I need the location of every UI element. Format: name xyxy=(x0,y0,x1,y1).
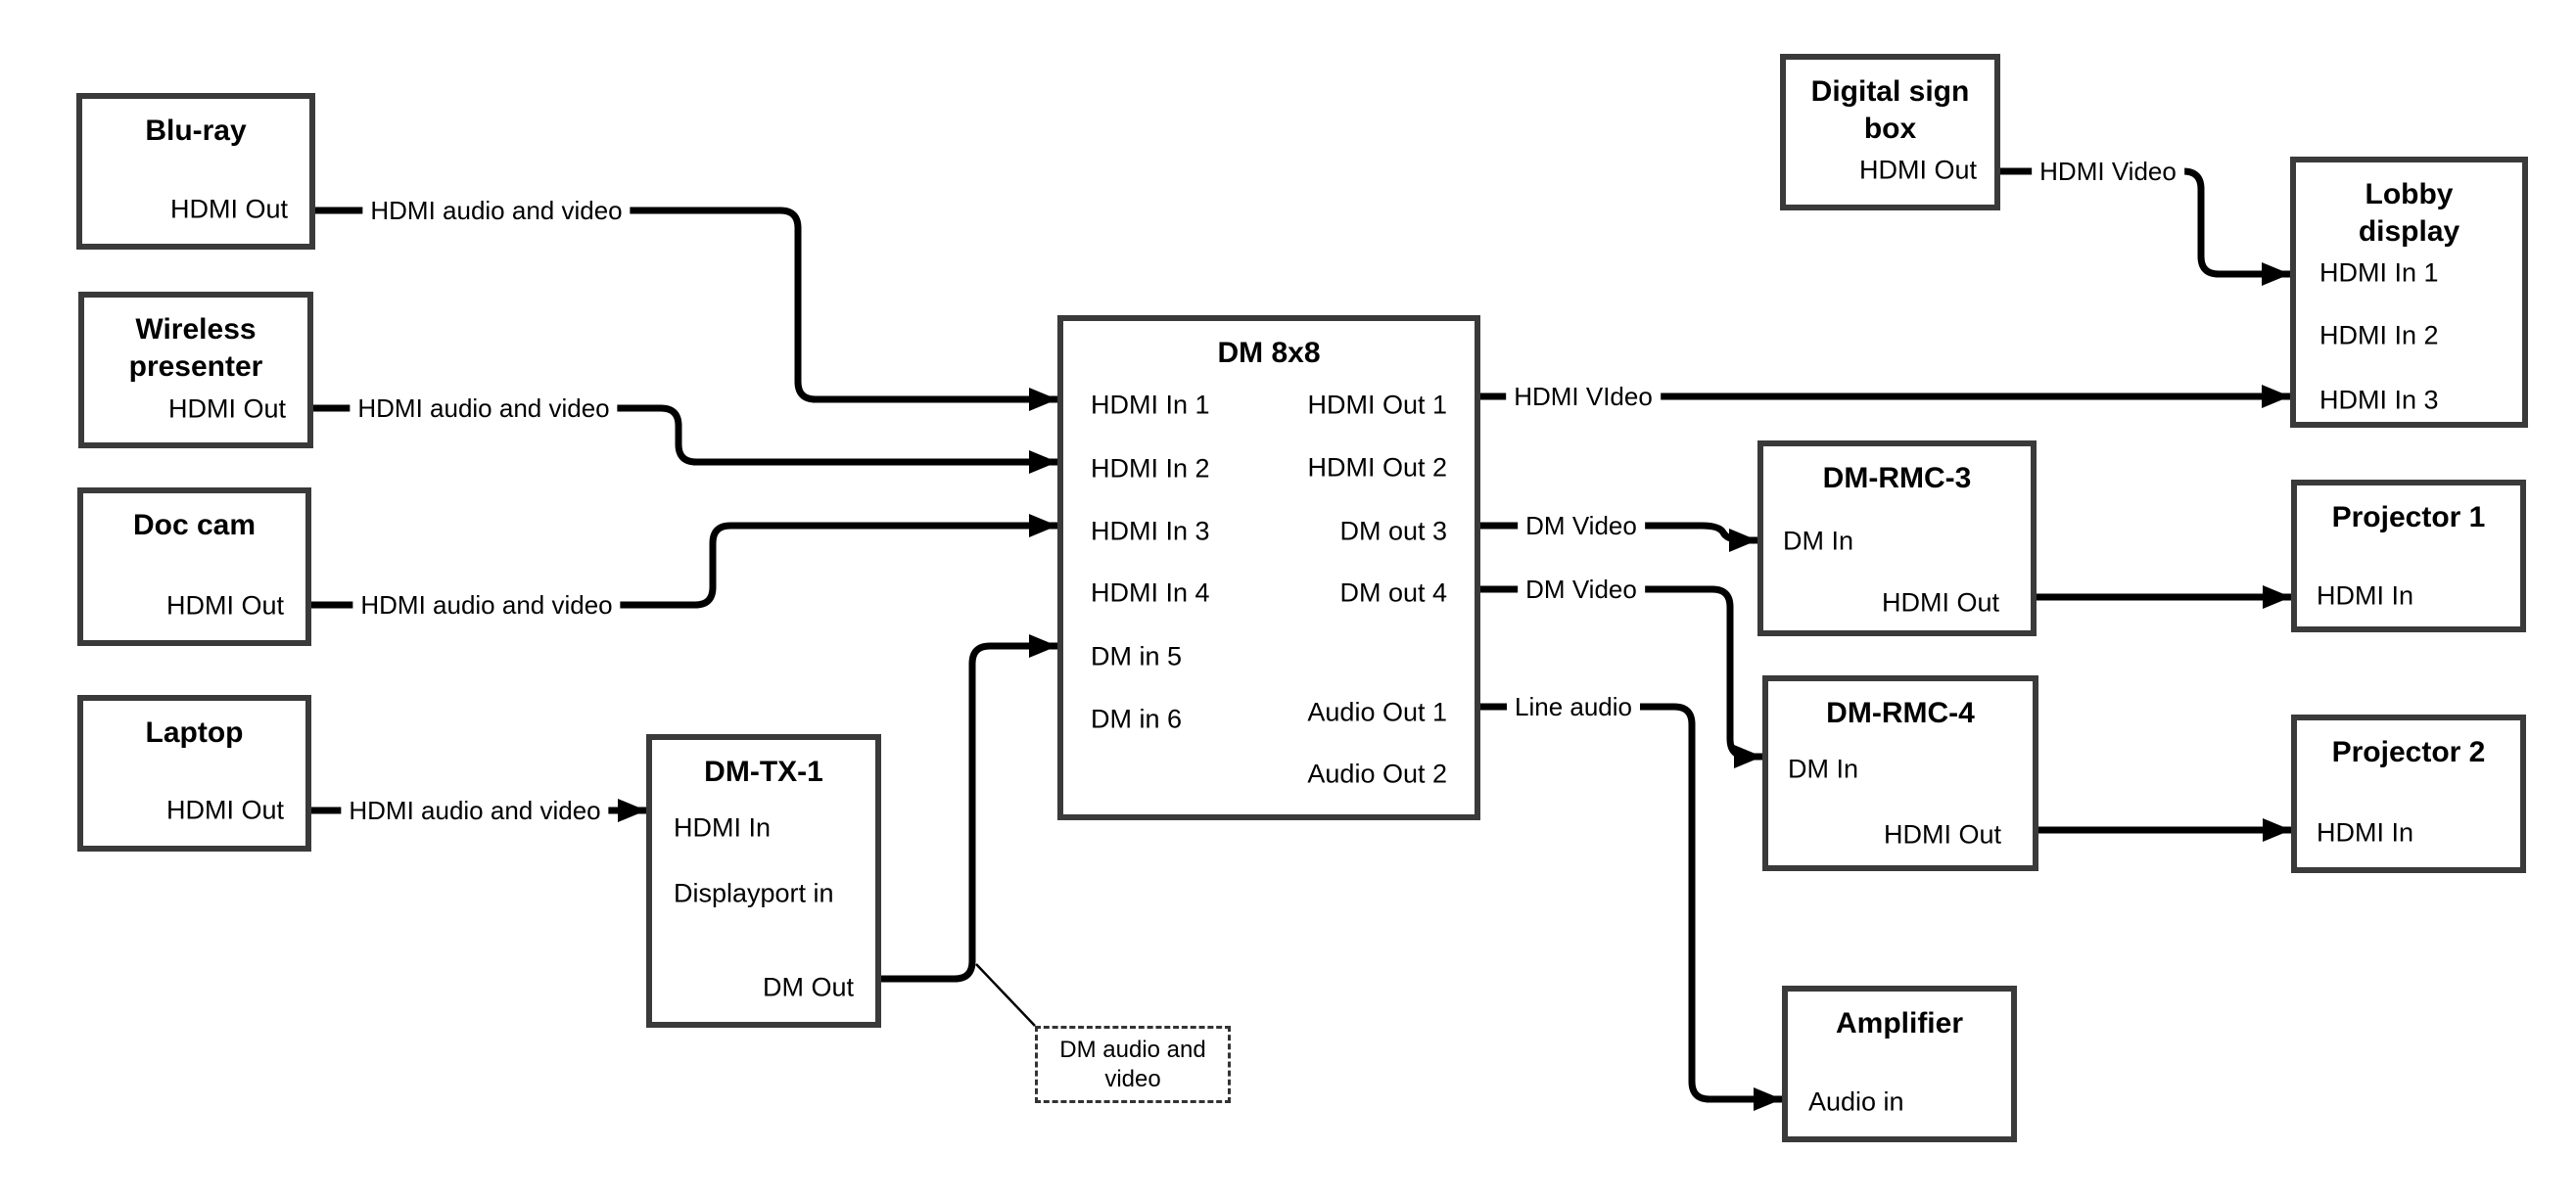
node-title: Wireless presenter xyxy=(128,313,263,383)
port-dm-in: DM In xyxy=(1783,526,1854,556)
callout-text: DM audio and video xyxy=(1059,1036,1206,1092)
port-hdmi-out-1: HDMI Out 1 xyxy=(1307,390,1447,420)
port-displayport-in: Displayport in xyxy=(674,878,834,908)
node-title: Laptop xyxy=(145,716,244,749)
wire-label-dm-out-4: DM Video xyxy=(1518,575,1645,604)
node-title: Projector 2 xyxy=(2331,736,2486,768)
port-hdmi-out-2: HDMI Out 2 xyxy=(1307,452,1447,483)
wire-dmtx-to-dm-in-5 xyxy=(881,634,1057,983)
port-hdmi-out: HDMI Out xyxy=(1881,587,1999,618)
node-digital-sign-box: Digital sign box HDMI Out xyxy=(1780,54,2000,210)
port-dm-in-6: DM in 6 xyxy=(1091,704,1183,734)
port-dm-out-4: DM out 4 xyxy=(1339,577,1447,608)
node-bluray: Blu-ray HDMI Out xyxy=(76,93,315,250)
node-dm-rmc-4: DM-RMC-4 DM In HDMI Out xyxy=(1762,675,2038,871)
port-hdmi-out: HDMI Out xyxy=(165,795,284,825)
port-hdmi-in: HDMI In xyxy=(674,812,772,843)
port-dm-out-3: DM out 3 xyxy=(1339,516,1447,546)
wire-dm-out-4-to-rmc4 xyxy=(1480,585,1762,768)
port-hdmi-in: HDMI In xyxy=(2317,580,2414,611)
wire-label-laptop: HDMI audio and video xyxy=(341,796,609,825)
node-dm-tx-1: DM-TX-1 HDMI In Displayport in DM Out xyxy=(646,734,881,1028)
port-hdmi-in-3: HDMI In 3 xyxy=(1091,516,1210,546)
wire-label-digital-sign: HDMI Video xyxy=(2032,157,2184,186)
port-hdmi-in-4: HDMI In 4 xyxy=(1091,577,1210,608)
port-hdmi-out: HDMI Out xyxy=(1883,819,2001,850)
node-amplifier: Amplifier Audio in xyxy=(1782,986,2017,1142)
port-audio-out-1: Audio Out 1 xyxy=(1307,697,1447,727)
wire-bluray-to-hdmi-in-1 xyxy=(315,207,1057,411)
node-title: Digital sign box xyxy=(1810,75,1970,145)
wire-label-audio-out-1: Line audio xyxy=(1507,692,1640,721)
port-dm-in: DM In xyxy=(1788,754,1859,784)
node-title: Blu-ray xyxy=(145,115,247,147)
port-hdmi-out: HDMI Out xyxy=(1858,155,1977,185)
wire-doccam-to-hdmi-in-3 xyxy=(311,514,1057,609)
port-hdmi-in-2: HDMI In 2 xyxy=(1091,453,1210,484)
wire-label-wireless: HDMI audio and video xyxy=(350,393,618,423)
node-title: Doc cam xyxy=(132,509,257,541)
callout-leader-line xyxy=(975,963,1036,1027)
node-laptop: Laptop HDMI Out xyxy=(77,695,311,852)
port-hdmi-out: HDMI Out xyxy=(167,393,286,424)
node-title: DM-TX-1 xyxy=(704,756,823,788)
port-audio-out-2: Audio Out 2 xyxy=(1307,759,1447,789)
node-title: Projector 1 xyxy=(2331,501,2486,533)
node-lobby-display: Lobby display HDMI In 1 HDMI In 2 HDMI I… xyxy=(2290,157,2528,428)
node-title: Amplifier xyxy=(1835,1007,1964,1039)
node-dm-rmc-3: DM-RMC-3 DM In HDMI Out xyxy=(1757,440,2037,636)
wire-signbox-to-lobby xyxy=(2000,167,2290,286)
node-projector-1: Projector 1 HDMI In xyxy=(2291,480,2526,632)
callout-dm-audio-and-video: DM audio and video xyxy=(1035,1026,1231,1103)
port-hdmi-in-3: HDMI In 3 xyxy=(2319,385,2439,415)
port-hdmi-in-1: HDMI In 1 xyxy=(2319,257,2439,288)
node-title: DM 8x8 xyxy=(1217,337,1321,369)
node-dm-8x8: DM 8x8 HDMI In 1 HDMI In 2 HDMI In 3 HDM… xyxy=(1057,315,1480,820)
wire-audio-out-1-to-amplifier xyxy=(1480,703,1782,1111)
port-dm-out: DM Out xyxy=(762,972,854,1002)
port-hdmi-out: HDMI Out xyxy=(165,590,284,621)
port-hdmi-in-2: HDMI In 2 xyxy=(2319,320,2439,350)
node-title: DM-RMC-4 xyxy=(1826,697,1975,729)
wire-label-hdmi-out-1: HDMI VIdeo xyxy=(1506,382,1661,411)
port-hdmi-out: HDMI Out xyxy=(169,194,288,224)
port-audio-in: Audio in xyxy=(1808,1086,1904,1117)
port-hdmi-in: HDMI In xyxy=(2317,817,2414,848)
port-dm-in-5: DM in 5 xyxy=(1091,641,1183,671)
port-hdmi-in-1: HDMI In 1 xyxy=(1091,390,1210,420)
wire-wireless-to-hdmi-in-2 xyxy=(313,404,1057,474)
wire-label-dm-out-3: DM Video xyxy=(1518,511,1645,540)
node-projector-2: Projector 2 HDMI In xyxy=(2291,715,2526,873)
node-title: DM-RMC-3 xyxy=(1822,462,1972,494)
node-doc-cam: Doc cam HDMI Out xyxy=(77,487,311,646)
wire-label-bluray: HDMI audio and video xyxy=(362,196,631,225)
node-title: Lobby display xyxy=(2358,178,2460,248)
wire-label-doc-cam: HDMI audio and video xyxy=(352,590,621,620)
node-wireless-presenter: Wireless presenter HDMI Out xyxy=(78,292,313,448)
wire-dm-out-3-to-rmc3 xyxy=(1480,522,1757,552)
